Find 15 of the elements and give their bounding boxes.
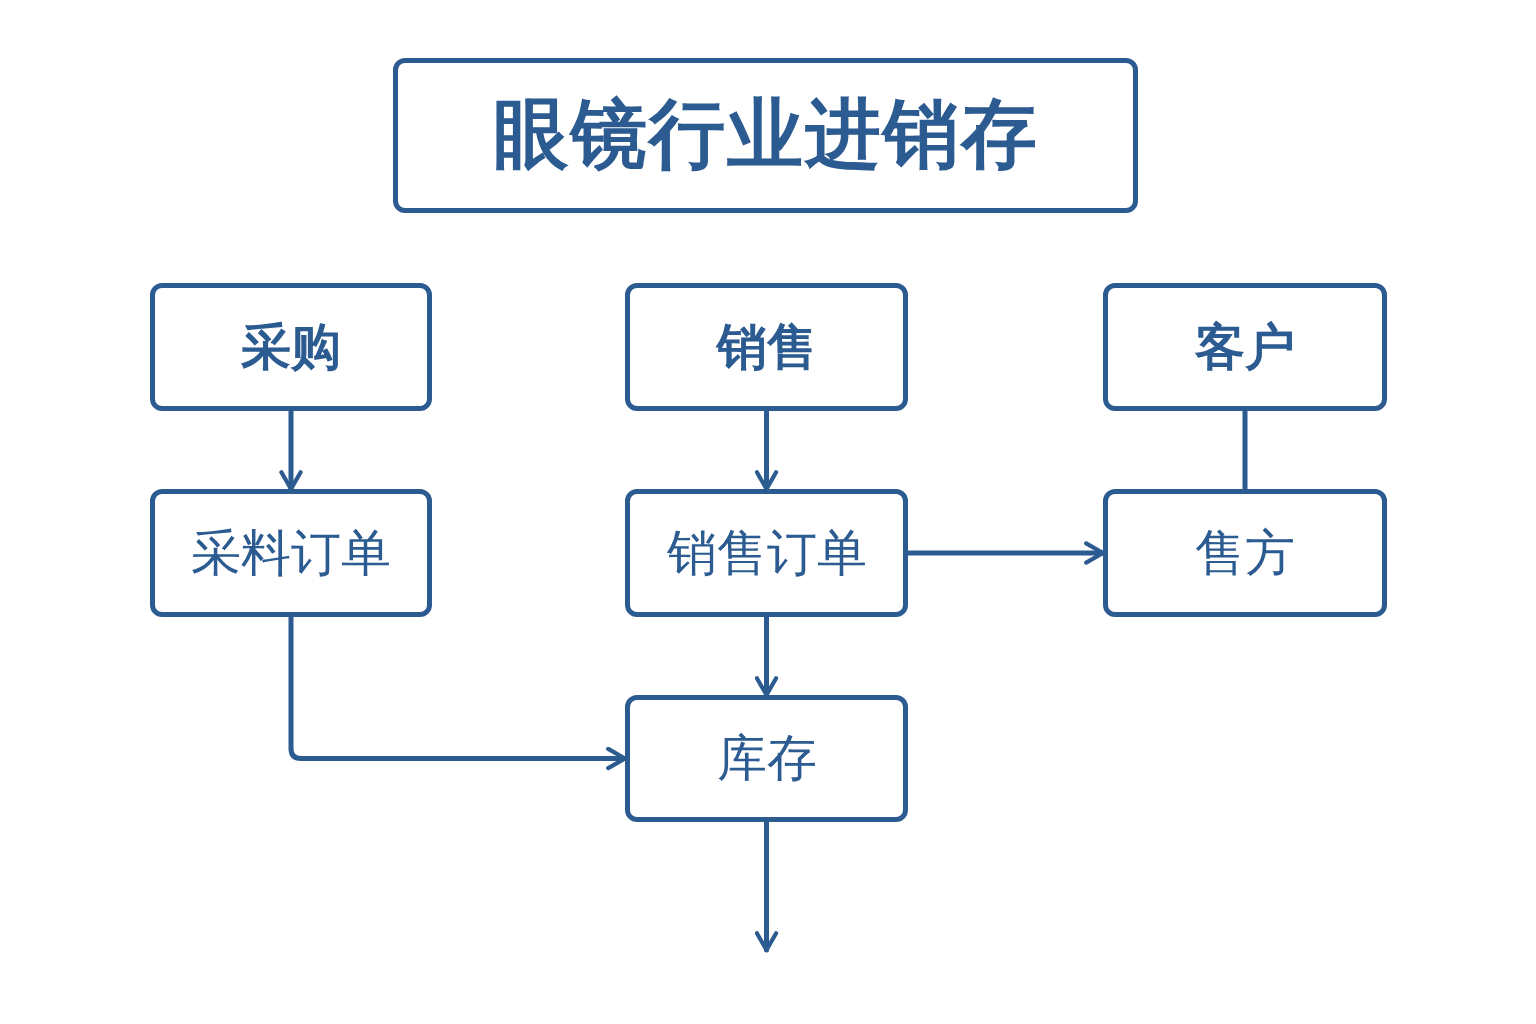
box-label: 售方 [1195, 522, 1295, 584]
box-label: 采购 [241, 316, 341, 378]
process-box [1103, 489, 1387, 617]
process-box [150, 489, 432, 617]
process-box [625, 489, 908, 617]
process-box [625, 283, 908, 411]
process-box [1103, 283, 1387, 411]
box-label: 库存 [716, 728, 817, 789]
process-box [150, 283, 432, 411]
box-label: 销售 [716, 316, 817, 378]
box-label: 客户 [1195, 316, 1295, 378]
process-box [625, 695, 908, 822]
box-label: 销售订单 [666, 522, 867, 584]
title: 眼镜行业进销存 [492, 88, 1039, 180]
box-label: 采料订单 [191, 522, 391, 584]
